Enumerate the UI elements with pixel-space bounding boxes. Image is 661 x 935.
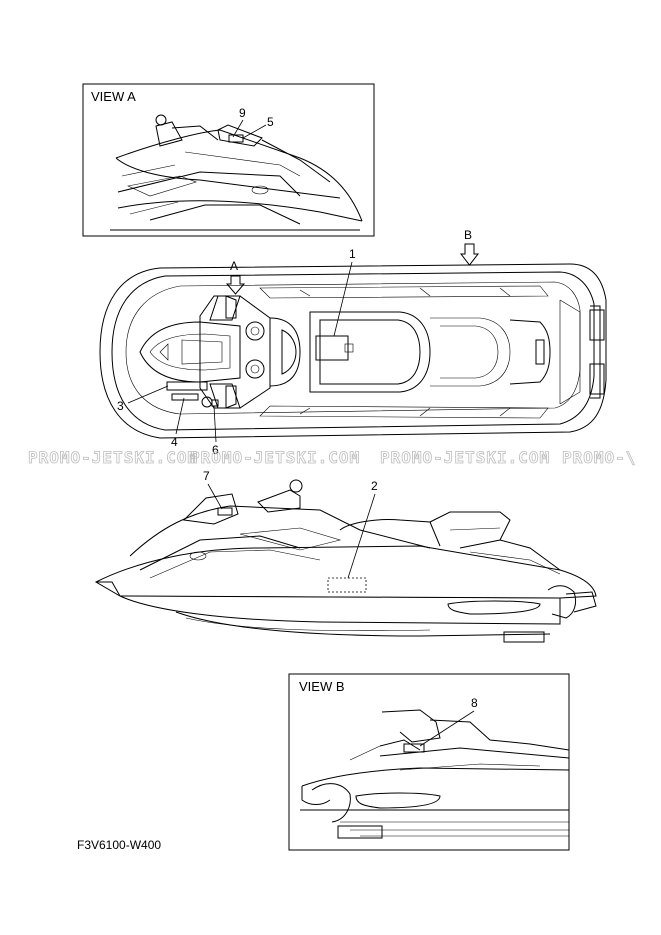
leader-9 — [232, 119, 244, 138]
leader-2 — [347, 493, 376, 579]
callout-4: 4 — [171, 435, 178, 449]
view-a-frame — [82, 83, 375, 237]
drawing-code: F3V6100-W400 — [77, 838, 162, 852]
watermark-row: PROMO-JETSKI.COM PROMO-JETSKI.COM PROMO-… — [28, 448, 636, 468]
callout-8: 8 — [471, 696, 478, 710]
arrow-b-icon — [459, 243, 480, 266]
callout-9: 9 — [239, 106, 246, 120]
watermark-text: PROMO-\ — [562, 448, 636, 467]
leader-8 — [419, 710, 475, 747]
leader-5 — [242, 124, 267, 139]
callout-2: 2 — [371, 479, 378, 493]
leader-4 — [175, 397, 185, 435]
side-view-hull — [94, 479, 597, 643]
watermark-text: PROMO-JETSKI.COM — [380, 448, 550, 467]
view-b-drawing — [300, 709, 570, 839]
arrow-a-label: A — [230, 259, 238, 273]
top-view: A B — [99, 228, 607, 457]
view-b-panel: VIEW B 8 — [288, 673, 570, 851]
callout-7: 7 — [203, 469, 210, 483]
view-b-frame — [288, 673, 570, 851]
view-b-title: VIEW B — [299, 679, 345, 694]
arrow-b-label: B — [464, 228, 472, 242]
leader-7 — [207, 483, 223, 510]
leader-1 — [333, 261, 353, 337]
view-a-panel: VIEW A 9 5 — [82, 83, 375, 237]
watermark-text: PROMO-JETSKI.COM — [190, 448, 360, 467]
side-view: 7 2 — [94, 469, 597, 643]
callout-1: 1 — [349, 247, 356, 261]
callout-6: 6 — [212, 443, 219, 457]
view-a-drawing — [110, 114, 363, 231]
arrow-a-icon — [225, 275, 246, 295]
watermark-text: PROMO-JETSKI.COM — [28, 448, 198, 467]
view-a-title: VIEW A — [91, 89, 136, 104]
leader-6 — [213, 405, 217, 443]
callout-5: 5 — [267, 115, 274, 129]
leader-3 — [127, 385, 169, 404]
callout-3: 3 — [117, 399, 124, 413]
top-view-hull — [99, 263, 607, 439]
